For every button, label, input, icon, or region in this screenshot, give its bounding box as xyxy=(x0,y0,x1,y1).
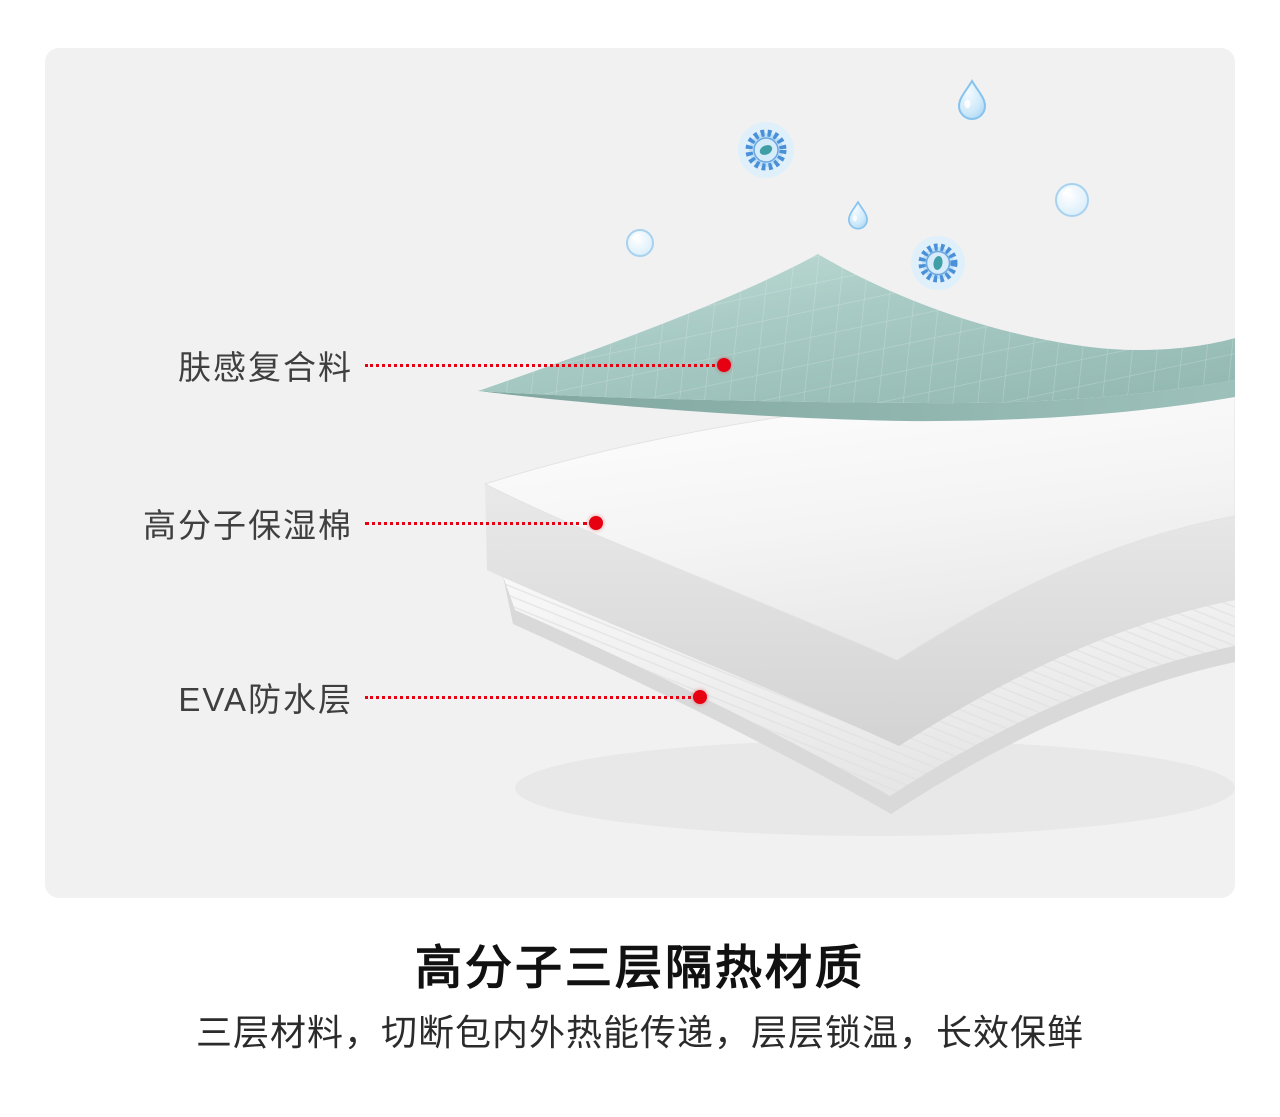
callout-foam-leader-line xyxy=(365,521,587,525)
bacteria-icon xyxy=(738,122,794,178)
illustration-panel: 肤感复合料 高分子保湿棉 EVA防水层 xyxy=(45,48,1235,898)
fabric-layer xyxy=(478,254,1235,422)
bubble-icon xyxy=(626,229,654,257)
section-subtitle: 三层材料，切断包内外热能传递，层层锁温，长效保鲜 xyxy=(195,1012,1084,1054)
caption-block: 高分子三层隔热材质 三层材料，切断包内外热能传递，层层锁温，长效保鲜 xyxy=(0,940,1280,1057)
callout-fabric: 肤感复合料 xyxy=(120,343,731,387)
callout-eva-dot xyxy=(693,690,707,704)
water-drop-icon xyxy=(957,79,987,120)
callout-eva-label: EVA防水层 xyxy=(178,681,353,718)
callout-fabric-label: 肤感复合料 xyxy=(178,349,353,386)
callout-foam-dot xyxy=(589,516,603,530)
callout-foam-label: 高分子保湿棉 xyxy=(143,507,353,544)
section-title: 高分子三层隔热材质 xyxy=(415,941,865,994)
callout-foam: 高分子保湿棉 xyxy=(120,501,603,545)
bubble-icon xyxy=(1055,183,1089,217)
callout-fabric-dot xyxy=(717,358,731,372)
layered-material-illustration xyxy=(478,79,1235,814)
bacteria-icon xyxy=(911,236,965,290)
callout-eva: EVA防水层 xyxy=(120,675,707,719)
callout-eva-leader-line xyxy=(365,695,691,699)
water-drop-icon xyxy=(848,200,868,230)
callout-fabric-leader-line xyxy=(365,363,715,367)
